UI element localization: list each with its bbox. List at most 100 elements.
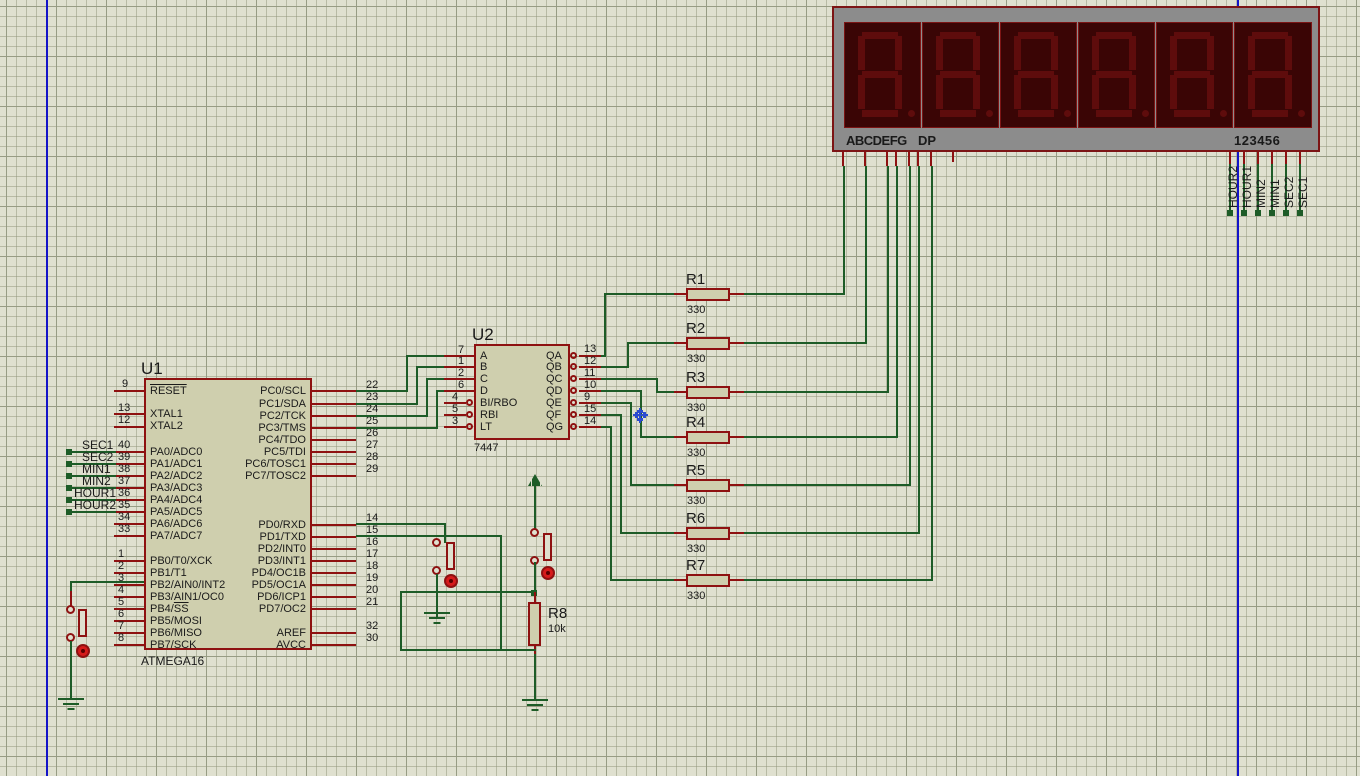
resistor-ref: R1 (686, 271, 706, 288)
resistor-value: 330 (687, 447, 706, 459)
display-pin-digit1 (1229, 152, 1231, 166)
switch-push-button[interactable] (76, 644, 90, 658)
switch-push-button[interactable] (541, 566, 555, 580)
resistor-ref: R8 (548, 605, 568, 622)
display-digit-legend: 123456 (1234, 133, 1281, 148)
pin-label: PD4/OC1B (251, 567, 306, 579)
switch-push-button[interactable] (444, 574, 458, 588)
digit-net-node (1297, 210, 1303, 216)
digit-net-node (1269, 210, 1275, 216)
pin-label: PD0/RXD (258, 519, 306, 531)
pin-number: 17 (366, 548, 379, 560)
pin-label: PB6/MISO (150, 627, 202, 639)
move-cursor (633, 408, 648, 423)
pin-label: PB0/T0/XCK (150, 555, 213, 567)
resistor-value: 330 (687, 402, 706, 414)
pin-label: PC0/SCL (260, 385, 306, 397)
digit-net-node (1227, 210, 1233, 216)
pin-label: PB4/SS (150, 603, 189, 615)
pin-number: 9 (584, 391, 591, 403)
pin-label: PA7/ADC7 (150, 530, 203, 542)
seven-segment-display[interactable]: ABCDEFG DP 123456 (832, 6, 1320, 152)
pin-number: 10 (584, 379, 597, 391)
pin-label: PC3/TMS (258, 422, 306, 434)
pin-label: PA6/ADC6 (150, 518, 203, 530)
display-pin-dp (952, 152, 954, 162)
display-segment-legend: ABCDEFG (846, 133, 907, 148)
resistor-value: 330 (687, 353, 706, 365)
resistor-ref: R5 (686, 462, 706, 479)
pin-number: 39 (118, 451, 131, 463)
pin-number: 3 (118, 572, 125, 584)
display-pin-digit3 (1257, 152, 1259, 166)
ground-symbol (522, 699, 548, 713)
pin-number: 34 (118, 511, 131, 523)
pin-label: LT (480, 421, 493, 433)
net-label-min1: MIN1 (82, 462, 111, 476)
display-pin-c (886, 152, 888, 166)
display-pin-b (864, 152, 866, 166)
pin-label: RBI (480, 409, 499, 421)
digit-net-wire (1285, 164, 1287, 212)
pin-number: 15 (584, 403, 597, 415)
digit-net-wire (1271, 164, 1273, 212)
pin-number: 9 (122, 378, 129, 390)
mcu-u1-body[interactable] (144, 378, 312, 650)
pin-number: 20 (366, 584, 379, 596)
decoder-u2-body[interactable] (474, 344, 570, 440)
pin-number: 2 (458, 367, 465, 379)
pin-label: QD (546, 385, 563, 397)
resistor-value: 330 (687, 304, 706, 316)
pin-label: AVCC (276, 639, 306, 651)
pin-label: PC6/TOSC1 (245, 458, 306, 470)
resistor-value: 330 (687, 543, 706, 555)
pin-number: 6 (458, 379, 465, 391)
sheet-border-left (46, 0, 48, 776)
pin-number: 22 (366, 379, 379, 391)
pin-number: 14 (584, 415, 597, 427)
resistor-ref: R3 (686, 369, 706, 386)
pin-label: A (480, 350, 488, 362)
digit-net-wire (1299, 164, 1301, 212)
pin-number: 11 (584, 367, 596, 379)
pin-number: 8 (118, 632, 125, 644)
pin-number: 25 (366, 415, 379, 427)
net-label-sec1: SEC1 (82, 438, 114, 452)
net-label-sec2: SEC2 (82, 450, 114, 464)
pin-number: 18 (366, 560, 379, 572)
resistor-ref: R2 (686, 320, 706, 337)
pin-number: 12 (584, 355, 597, 367)
pin-label: PD1/TXD (259, 531, 306, 543)
pin-label: PB1/T1 (150, 567, 187, 579)
pin-label: PB5/MOSI (150, 615, 202, 627)
pin-number: 35 (118, 499, 131, 511)
switch-terminal-top (432, 538, 441, 547)
pin-label: PD7/OC2 (258, 603, 306, 615)
pin-label: QB (546, 361, 562, 373)
pin-label: PB3/AIN1/OC0 (150, 591, 224, 603)
display-pin-a (842, 152, 844, 166)
pin-number: 14 (366, 512, 379, 524)
switch-actuator-bar (543, 533, 552, 561)
pin-number: 24 (366, 403, 379, 415)
resistor-value: 10k (548, 623, 566, 635)
decoder-u2-part: 7447 (474, 442, 499, 454)
pin-label: QG (546, 421, 564, 433)
pin-label: C (480, 373, 488, 385)
pin-number: 27 (366, 439, 379, 451)
switch-actuator-bar (446, 542, 455, 570)
digit-net-wire (1243, 164, 1245, 212)
resistor-value: 330 (687, 590, 706, 602)
digit-net-wire (1229, 164, 1231, 212)
pin-number: 30 (366, 632, 379, 644)
display-pin-digit5 (1285, 152, 1287, 166)
pin-label: PA3/ADC3 (150, 482, 203, 494)
power-rail-symbol (528, 474, 542, 486)
pin-number: 5 (118, 596, 125, 608)
pin-label: XTAL2 (150, 420, 183, 432)
pin-number: 16 (366, 536, 379, 548)
decoder-u2-ref: U2 (472, 325, 494, 344)
pin-number: 29 (366, 463, 379, 475)
resistor-value: 330 (687, 495, 706, 507)
